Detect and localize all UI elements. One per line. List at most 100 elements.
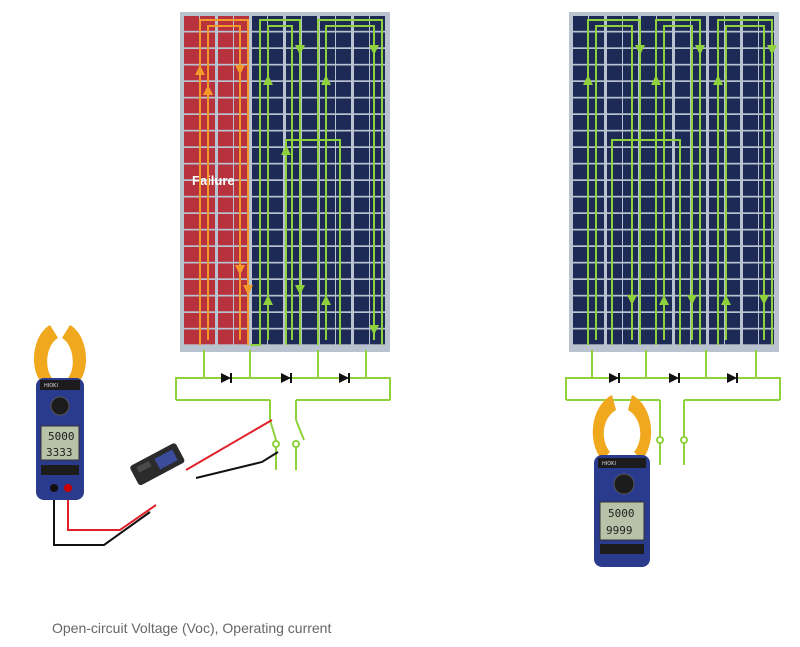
solar-cell: [573, 197, 588, 213]
left-current-paths: [195, 19, 383, 346]
solar-cell: [607, 214, 622, 229]
solar-cell: [320, 280, 335, 295]
solar-cell: [675, 230, 690, 246]
solar-cell: [709, 296, 724, 312]
solar-cell: [725, 98, 740, 114]
solar-cell: [286, 164, 301, 180]
solar-cell: [573, 16, 588, 31]
solar-cell: [623, 329, 638, 345]
solar-cell: [354, 148, 369, 163]
solar-cell: [286, 181, 301, 196]
solar-cell: [641, 164, 656, 180]
solar-cell: [743, 313, 758, 328]
solar-cell: [725, 49, 740, 64]
solar-cell: [675, 82, 690, 97]
solar-cell: [691, 214, 706, 229]
diode-icon: [609, 373, 620, 383]
solar-cell: [675, 296, 690, 312]
solar-cell: [336, 49, 351, 64]
solar-cell: [218, 181, 233, 196]
solar-cell: [691, 263, 706, 279]
solar-cell: [607, 164, 622, 180]
solar-cell: [743, 296, 758, 312]
solar-cell: [641, 131, 656, 147]
right-meter-brand: HIOKI: [602, 461, 616, 467]
solar-cell: [336, 16, 351, 31]
solar-cell: [268, 214, 283, 229]
diode-icon: [669, 373, 680, 383]
solar-cell: [320, 313, 335, 328]
solar-cell: [184, 82, 199, 97]
solar-cell: [320, 164, 335, 180]
solar-cell: [623, 49, 638, 64]
solar-cell: [320, 115, 335, 130]
solar-cell: [336, 313, 351, 328]
solar-cell: [302, 263, 317, 279]
solar-cell: [286, 49, 301, 64]
solar-cell: [234, 280, 249, 295]
solar-cell: [302, 131, 317, 147]
solar-cell: [691, 247, 706, 262]
solar-cell: [709, 115, 724, 130]
solar-cell: [759, 82, 774, 97]
solar-cell: [641, 148, 656, 163]
right-junction-circuit: [565, 350, 781, 465]
solar-cell: [184, 148, 199, 163]
solar-cell: [573, 247, 588, 262]
solar-cell: [320, 82, 335, 97]
solar-cell: [641, 296, 656, 312]
solar-cell: [268, 98, 283, 114]
solar-cell: [759, 197, 774, 213]
right-solar-panel: [569, 12, 779, 352]
solar-cell: [725, 214, 740, 229]
solar-cell: [607, 280, 622, 295]
solar-cell: [759, 98, 774, 114]
solar-cell: [691, 82, 706, 97]
solar-cell: [286, 16, 301, 31]
solar-cell: [286, 263, 301, 279]
solar-cell: [725, 247, 740, 262]
solar-cell: [336, 148, 351, 163]
right-meter-display-bottom: 9999: [606, 524, 633, 537]
solar-cell: [691, 197, 706, 213]
solar-cell: [709, 49, 724, 64]
solar-cell: [607, 148, 622, 163]
solar-cell: [691, 115, 706, 130]
red-lead: [67, 495, 157, 531]
solar-cell: [286, 32, 301, 48]
solar-cell: [691, 313, 706, 328]
solar-cell: [743, 247, 758, 262]
solar-cell: [623, 197, 638, 213]
solar-cell: [302, 98, 317, 114]
solar-cell: [691, 16, 706, 31]
solar-cell: [218, 263, 233, 279]
solar-cell: [184, 131, 199, 147]
solar-cell: [623, 16, 638, 31]
solar-cell: [286, 230, 301, 246]
solar-cell: [709, 32, 724, 48]
solar-cell: [641, 32, 656, 48]
solar-cell: [184, 329, 199, 345]
solar-cell: [607, 263, 622, 279]
solar-cell: [336, 230, 351, 246]
solar-cell: [641, 230, 656, 246]
solar-cell: [268, 115, 283, 130]
solar-cell: [354, 82, 369, 97]
solar-cell: [234, 230, 249, 246]
solar-cell: [218, 131, 233, 147]
solar-cell: [709, 65, 724, 81]
solar-cell: [336, 164, 351, 180]
solar-cell: [184, 98, 199, 114]
solar-cell: [675, 49, 690, 64]
solar-cell: [320, 181, 335, 196]
solar-cell: [336, 65, 351, 81]
solar-cell: [184, 16, 199, 31]
solar-cell: [573, 263, 588, 279]
solar-cell: [641, 82, 656, 97]
rotary-dial-icon: [613, 473, 635, 495]
solar-cell: [675, 164, 690, 180]
left-clamp-meter: HIOKI 5000 3333: [33, 325, 87, 500]
solar-cell: [641, 115, 656, 130]
solar-cell: [302, 16, 317, 31]
solar-cell: [743, 82, 758, 97]
